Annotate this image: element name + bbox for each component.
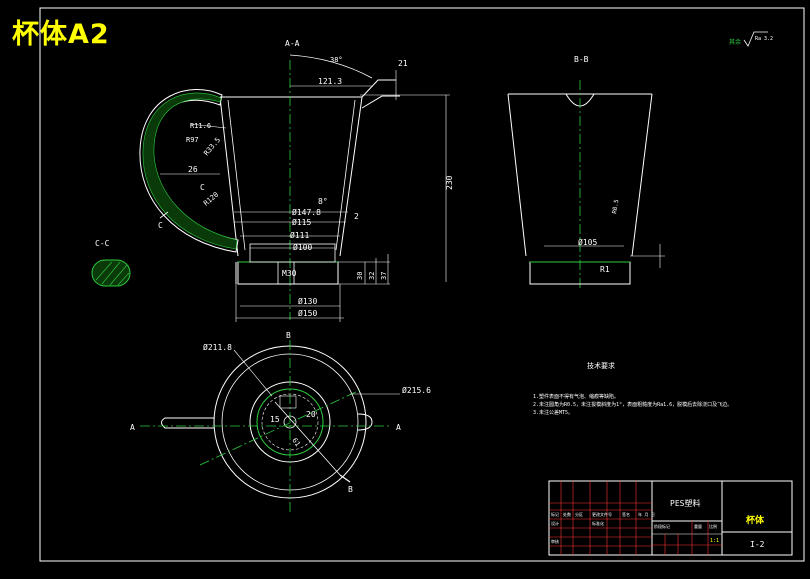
dim-r120: R120 [202, 191, 220, 208]
label-c-bottom: C [158, 221, 163, 230]
section-bb-view: B-B Ø105 R1 R0.5 [507, 55, 665, 290]
title-h-file: 更改文件号 [592, 511, 612, 517]
plan-view: B B A A Ø211.8 Ø215.6 15 20 61 [130, 331, 431, 512]
tech-notes: 技术要求 1.塑件表面不得有气泡、缩痕等缺陷。 2.未注圆角为R0.5，未注拔模… [533, 361, 732, 416]
diameter-dims [234, 211, 390, 322]
plan-handle [161, 417, 214, 429]
dim-20: 20 [306, 410, 316, 419]
dim-d105: Ø105 [578, 237, 597, 247]
drawing-title: 杯体A2 [12, 19, 110, 50]
section-aa-view: A-A 38° 121.3 21 230 8° [139, 39, 454, 322]
cup-wall-left [219, 96, 239, 257]
title-row-review: 审核 [551, 538, 559, 544]
dim-26: 26 [188, 165, 198, 174]
roughness-symbol: 其余 Ra 3.2 [729, 31, 773, 47]
title-part-name: 杯体 [746, 514, 765, 526]
label-cc: C-C [95, 239, 110, 248]
title-ratio: 比例 [709, 523, 717, 529]
dim-15: 15 [270, 415, 280, 424]
dim-d1478: Ø147.8 [292, 207, 321, 217]
roughness-value: Ra 3.2 [755, 36, 773, 42]
title-h-zone: 分区 [575, 511, 583, 517]
dim-angle-top: 38° [330, 56, 343, 64]
cup-inner-left [227, 99, 246, 251]
spout-inner [361, 95, 400, 109]
title-row-mark: 标记 [551, 511, 559, 517]
roughness-prefix: 其余 [729, 38, 741, 46]
dim-h30: 30 [356, 272, 364, 280]
title-block-frame [548, 480, 793, 556]
dim-m30: M30 [282, 269, 297, 278]
bb-wall-right [631, 93, 653, 257]
title-scale: 1:1 [710, 538, 719, 544]
leader-2118 [233, 349, 273, 397]
title-h-date: 年 月 日 [638, 511, 655, 517]
dim-d111: Ø111 [290, 230, 309, 240]
label-b-bottom: B [348, 485, 353, 494]
dim-61: 61 [290, 437, 301, 449]
handle-hatch [142, 92, 238, 250]
plan-boss [279, 395, 297, 409]
spout [361, 79, 396, 98]
dim-r2: 2 [354, 212, 359, 221]
dim-230: 230 [445, 175, 454, 190]
title-weight: 重量 [694, 523, 702, 529]
dim-d2156: Ø215.6 [402, 385, 431, 395]
dim-d130: Ø130 [298, 296, 317, 306]
dim-d150: Ø150 [298, 308, 317, 318]
dim-line-r116 [189, 123, 227, 129]
notes-line-3: 3.未注公差MT5。 [533, 409, 573, 416]
title-block: PES塑料 杯体 I-2 1:1 标记 设计 审核 处数 分区 更改文件号 签名… [548, 480, 793, 556]
dim-r97: R97 [186, 136, 199, 144]
title-drawing-no: I-2 [750, 540, 765, 549]
dim-8deg: 8° [318, 197, 328, 206]
title-std: 标准化 [592, 520, 604, 526]
plan-spout [357, 413, 373, 431]
dim-h32: 32 [368, 272, 376, 280]
roughness-check-icon [743, 31, 768, 47]
dim-r116: R11.6 [190, 122, 211, 130]
label-bb: B-B [574, 55, 589, 64]
dim-21: 21 [398, 59, 408, 68]
title-h-sign: 签名 [622, 511, 630, 517]
title-row-design: 设计 [551, 520, 559, 526]
label-a-left: A [130, 423, 135, 432]
title-grid-red [549, 481, 722, 555]
dim-r1: R1 [600, 265, 610, 274]
label-b-top: B [286, 331, 291, 340]
plan-centerline-d [199, 389, 361, 466]
bb-wall-left [507, 93, 527, 257]
cup-inner-right [335, 99, 356, 251]
section-cc-view: C-C [91, 239, 131, 287]
plan-section-arrow [339, 474, 351, 483]
cc-hatch [95, 261, 130, 286]
label-a-right: A [396, 423, 401, 432]
label-aa: A-A [285, 39, 300, 48]
dim-d115: Ø115 [292, 217, 311, 227]
dim-r335: R33.5 [202, 136, 222, 157]
dim-h37: 37 [380, 272, 388, 280]
dim-1213: 121.3 [318, 77, 342, 86]
cup-wall-right [339, 96, 363, 257]
dim-d2118: Ø211.8 [203, 342, 232, 352]
dim-d100: Ø100 [293, 242, 312, 252]
notes-heading: 技术要求 [587, 361, 615, 370]
inner-bottom [249, 243, 336, 263]
drawing-border [39, 7, 805, 562]
title-material: PES塑料 [670, 498, 700, 508]
notes-line-2: 2.未注圆角为R0.5，未注拔模斜度为1°，表面粗糙度为Ra1.6，脱模后去除浇… [533, 401, 732, 408]
c-arrow [159, 211, 169, 219]
plan-section-line [274, 401, 341, 476]
bb-slope-note: R0.5 [611, 199, 620, 215]
spout-angle-arc [289, 54, 373, 79]
title-stage: 阶段标记 [654, 523, 670, 529]
label-c-top: C [200, 183, 205, 192]
notes-line-1: 1.塑件表面不得有气泡、缩痕等缺陷。 [533, 393, 619, 400]
title-h-count: 处数 [563, 511, 571, 517]
